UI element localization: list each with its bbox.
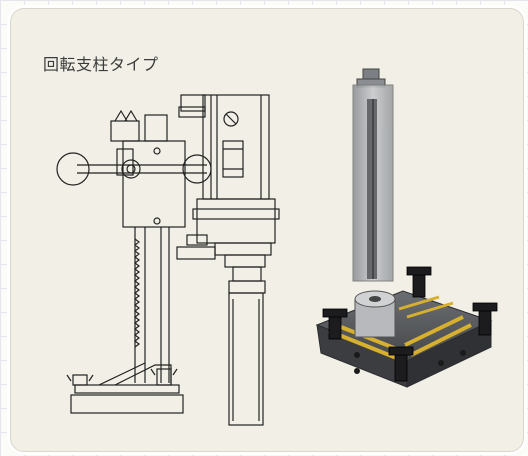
core-bit-tube	[228, 292, 264, 426]
rotating-column-base-icon	[315, 68, 498, 388]
panel-title: 回転支柱タイプ	[43, 55, 159, 74]
drill-stand-line-drawing-icon	[56, 94, 280, 426]
product-panel: 回転支柱タイプ	[10, 8, 524, 452]
